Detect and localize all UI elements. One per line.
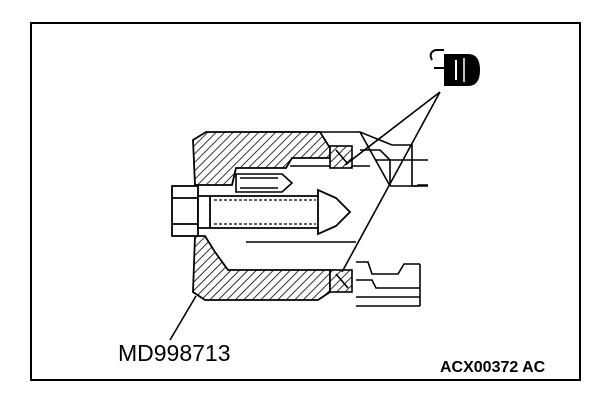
grease-icon bbox=[429, 49, 480, 86]
figure-code: ACX00372 AC bbox=[440, 359, 546, 376]
figure-frame bbox=[30, 22, 581, 381]
grease-leader-lines bbox=[341, 91, 441, 273]
special-tool-body bbox=[192, 131, 331, 301]
guide-pin bbox=[235, 173, 294, 193]
thread-marks bbox=[214, 199, 316, 225]
tool-label: MD998713 bbox=[118, 340, 231, 366]
oil-seal-top bbox=[329, 145, 353, 169]
tool-label-leader bbox=[169, 295, 197, 341]
bolt-shaft bbox=[171, 185, 352, 237]
housing-body bbox=[246, 131, 428, 307]
oil-seal-bottom bbox=[329, 269, 353, 293]
